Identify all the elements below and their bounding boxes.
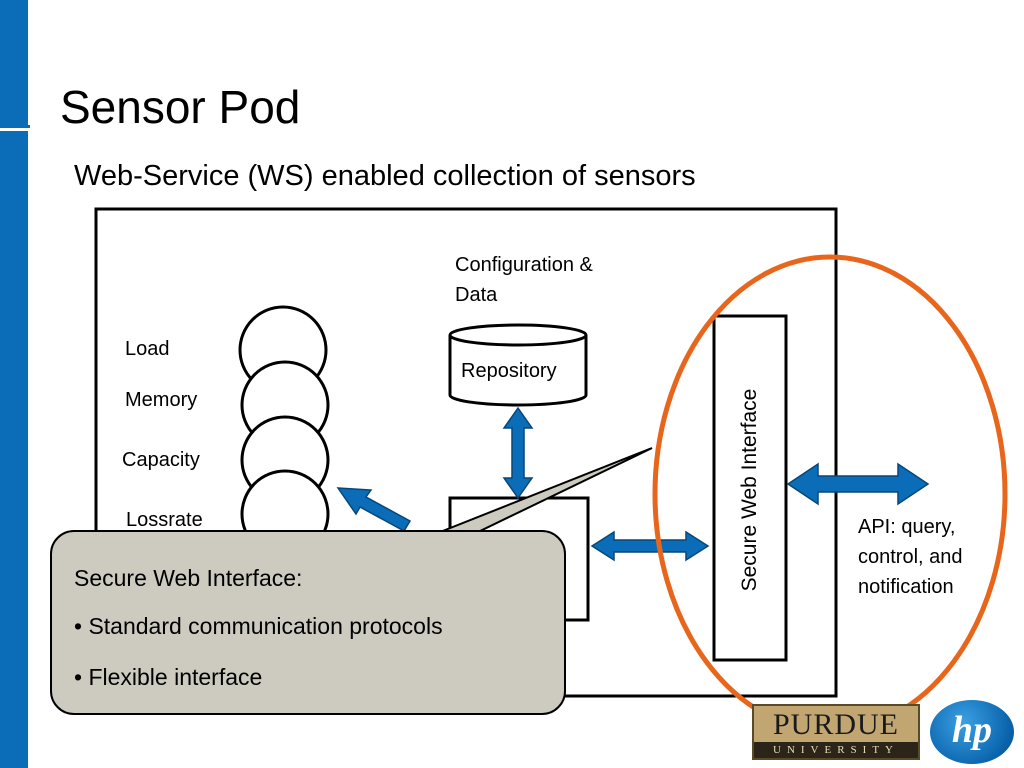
sensor-label-memory: Memory [125, 389, 198, 411]
sidebar-accent-top [0, 0, 28, 125]
repository-cylinder-top [448, 323, 588, 347]
arrow-interface-api [786, 462, 930, 506]
api-note: API: query, control, and notification [858, 516, 963, 598]
sidebar-accent-bottom [0, 131, 28, 768]
arrow-core-sensors [336, 487, 412, 533]
secure-web-interface-box [712, 314, 788, 662]
purdue-logo: PURDUE UNIVERSITY [752, 704, 920, 760]
sensor-label-load: Load [125, 338, 170, 360]
hp-logo-text: hp [951, 709, 993, 751]
callout-item: • Flexible interface [74, 664, 263, 690]
secure-web-interface-label: Secure Web Interface [738, 388, 761, 592]
highlight-ellipse [652, 254, 1008, 734]
hp-logo: hp [930, 700, 1014, 764]
arrow-core-interface [590, 530, 710, 562]
slide-subtitle: Web-Service (WS) enabled collection of s… [74, 160, 696, 192]
sensor-label-lossrate: Lossrate [126, 509, 203, 531]
sensor-label-capacity: Capacity [122, 449, 200, 471]
repository-cylinder [448, 335, 588, 407]
repository-caption: Configuration & Data [455, 254, 593, 306]
purdue-logo-word: PURDUE [772, 708, 899, 741]
purdue-logo-subtitle: UNIVERSITY [773, 744, 899, 756]
slide-title: Sensor Pod [60, 81, 301, 133]
callout-heading: Secure Web Interface: [74, 565, 303, 591]
repository-label: Repository [461, 360, 557, 382]
callout-item: • Standard communication protocols [74, 613, 443, 639]
callout-box: Secure Web Interface: • Standard communi… [50, 530, 566, 715]
arrow-repository-core [502, 406, 534, 500]
sidebar-accent-line [0, 125, 30, 128]
purdue-logo-band [754, 742, 918, 758]
